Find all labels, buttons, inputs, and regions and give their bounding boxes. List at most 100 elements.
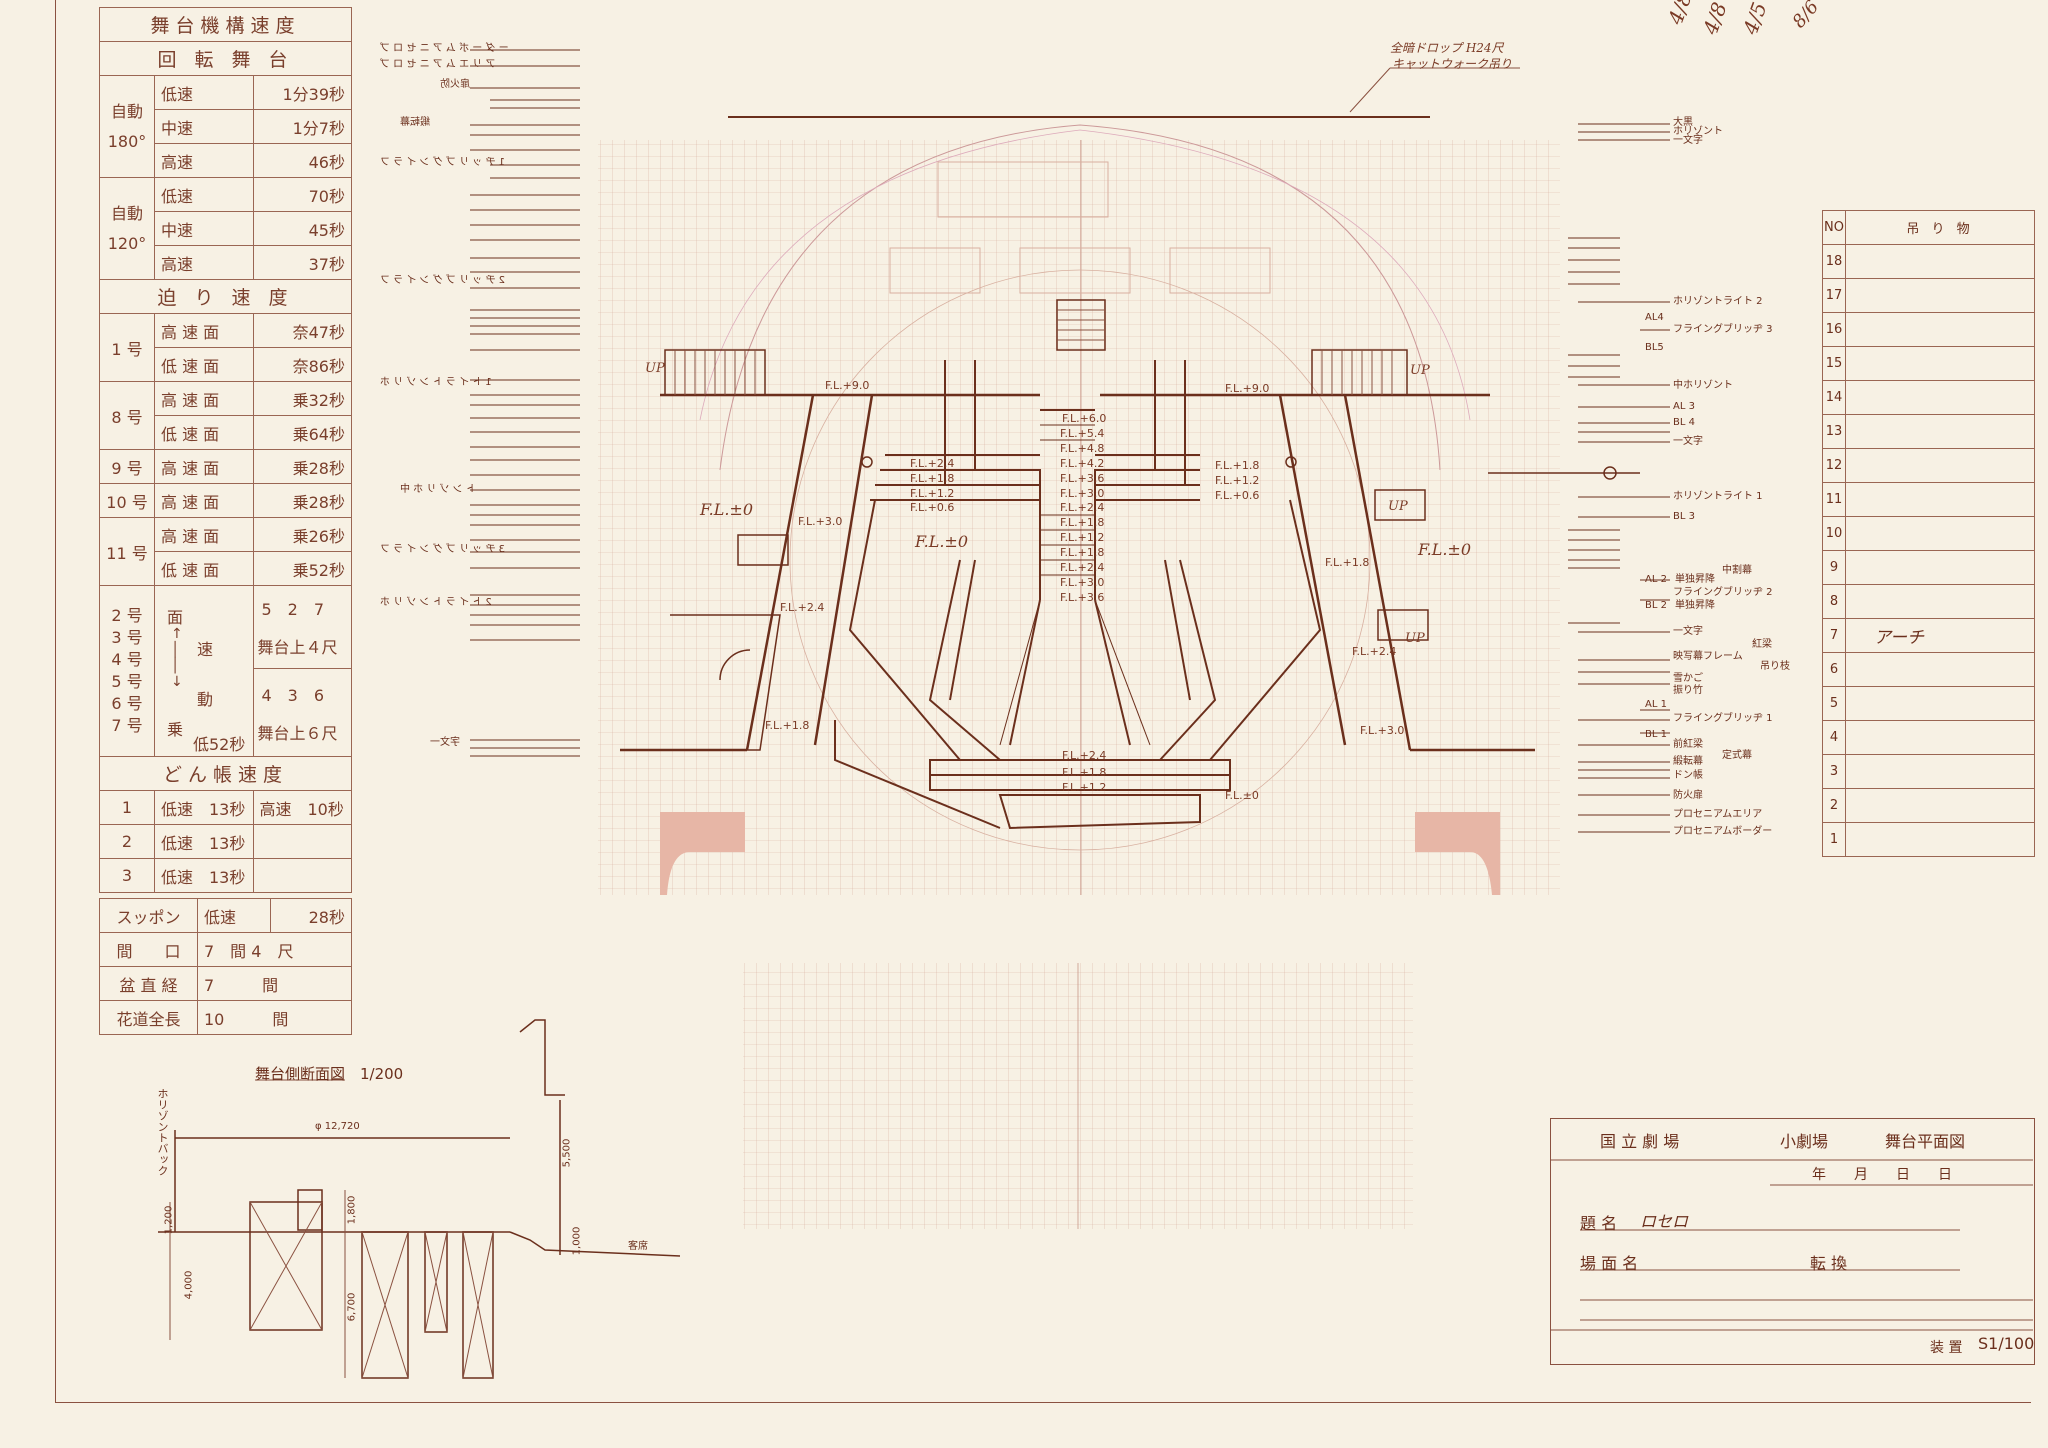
hang-label: 単独昇降 [1675,600,1715,611]
row-no: 12 [1822,448,1846,483]
left-label: ー ダ ー ボ ム ア ニ セ ロ プ [380,43,509,54]
row-no: 5 [1822,686,1846,721]
fl-label: F.L.+9.0 [825,379,870,392]
fl-zero-left: F.L.±0 [700,500,753,519]
cell: 46秒 [252,143,352,178]
fl-label: F.L.+3.0 [798,515,843,528]
cell: 1 [99,790,155,825]
dim: 1,200 [163,1205,175,1235]
row-no: 8 [1822,584,1846,619]
hang-label: AL 3 [1673,401,1695,412]
col-no: NO [1822,210,1846,245]
up-label: UP [1388,499,1408,514]
cell: 高 速 面 [154,313,254,348]
revolving-header: 回 転 舞 台 [99,41,352,76]
fl-label: F.L.+5.4 [1060,427,1105,440]
hang-label: 中割幕 [1722,565,1752,576]
col-item: 吊 り 物 [1845,210,2035,245]
section-title: 舞台側断面図 1/200 [255,1065,404,1083]
scale-label: S1/100 [1978,1334,2035,1353]
lift-no: 4 号 [111,650,143,669]
row-no: 4 [1822,720,1846,755]
fl-label: F.L.+1.8 [1325,556,1370,569]
cell: 乗52秒 [252,551,352,586]
hang-label: 振り竹 [1673,685,1703,696]
cell: 奈86秒 [252,347,352,382]
hang-label: BL 1 [1645,729,1667,740]
hang-label: BL5 [1645,342,1664,353]
cell: 低 速 面 [154,347,254,382]
left-label: ア リ エ ム ア ニ セ ロ プ [380,59,496,70]
row-no: 9 [1822,550,1846,585]
dim: 1,800 [346,1195,358,1225]
row-item [1845,312,2035,347]
cell: 低速 13秒 [154,824,254,859]
right-proscenium [1415,812,1500,895]
fl-label: F.L.+0.6 [910,501,955,514]
up-label: UP [1410,363,1430,378]
lift-no: 2 号 [111,606,143,625]
cell: 低 速 面 [154,415,254,450]
fl-label: F.L.+2.4 [1060,561,1105,574]
fl-label: F.L.+1.8 [1060,546,1105,559]
row-no: 16 [1822,312,1846,347]
device-label: 装 置 [1930,1340,1963,1356]
date-row: 年 月 日 日 [1812,1167,1952,1183]
hall-name: 小劇場 [1780,1132,1829,1151]
cell: 乗28秒 [252,449,352,484]
row-item [1845,278,2035,313]
fl-label: F.L.+4.8 [1060,442,1105,455]
row-item [1845,584,2035,619]
hang-label: 前紅梁 [1673,739,1703,750]
row-item [1845,346,2035,381]
row-no: 2 [1822,788,1846,823]
hang-label: ドン帳 [1673,770,1703,781]
cell: 高速 10秒 [252,790,352,825]
arrow-icon: ↑││↓ [171,626,183,690]
drawing-frame [55,0,2031,1403]
fl-label: F.L.+1.2 [1060,531,1105,544]
title-label: 題 名 [1580,1214,1618,1233]
row-item [1845,550,2035,585]
cell: 低速 [154,75,254,110]
fl-label: F.L.+1.8 [1215,459,1260,472]
fl-label: F.L.+1.8 [910,472,955,485]
lift-no: 7 号 [111,716,143,735]
fl-label: F.L.+1.2 [1215,474,1260,487]
cell: 乗64秒 [252,415,352,450]
dim: 1,000 [571,1226,583,1256]
cell: 高速 [154,143,254,178]
left-label: 緞転幕 [400,117,430,128]
lift-no: 5 号 [111,672,143,691]
hang-label: フライングブリッヂ 3 [1673,324,1773,335]
fl-label: F.L.+2.4 [1062,749,1107,762]
hang-label: ホリゾント [1673,126,1723,137]
top-note: キャットウォーク吊り [1392,57,1513,71]
section-drawing [158,1019,681,1379]
move-label: 動 [197,690,214,709]
row-item [1845,380,2035,415]
lift-header: 迫 り 速 度 [99,279,352,314]
hang-label: 緞転幕 [1673,756,1703,767]
hang-label: プロセニアムボーダー [1673,826,1773,837]
lift-no: 1 号 [99,313,155,382]
hang-label: フライングブリッヂ 1 [1673,713,1773,724]
row-no: 15 [1822,346,1846,381]
cell [252,824,352,859]
hang-label: プロセニアムエリア [1673,809,1763,820]
fl-label: F.L.+1.8 [1062,766,1107,779]
horizon-back-label: ホリゾントバック [156,1088,169,1176]
left-label: 字文一 [430,737,460,748]
row-no: 14 [1822,380,1846,415]
fl-label: F.L.+2.4 [1352,645,1397,658]
left-label: 2 ト イ ラ ト ン ゾ リ ホ [380,597,492,608]
row-no: 6 [1822,652,1846,687]
row-no: 18 [1822,244,1846,279]
hang-label: 雪かご [1673,673,1703,684]
lift-no: 11 号 [99,517,155,586]
doc-name: 舞台平面図 [1885,1132,1966,1151]
row-item [1845,448,2035,483]
